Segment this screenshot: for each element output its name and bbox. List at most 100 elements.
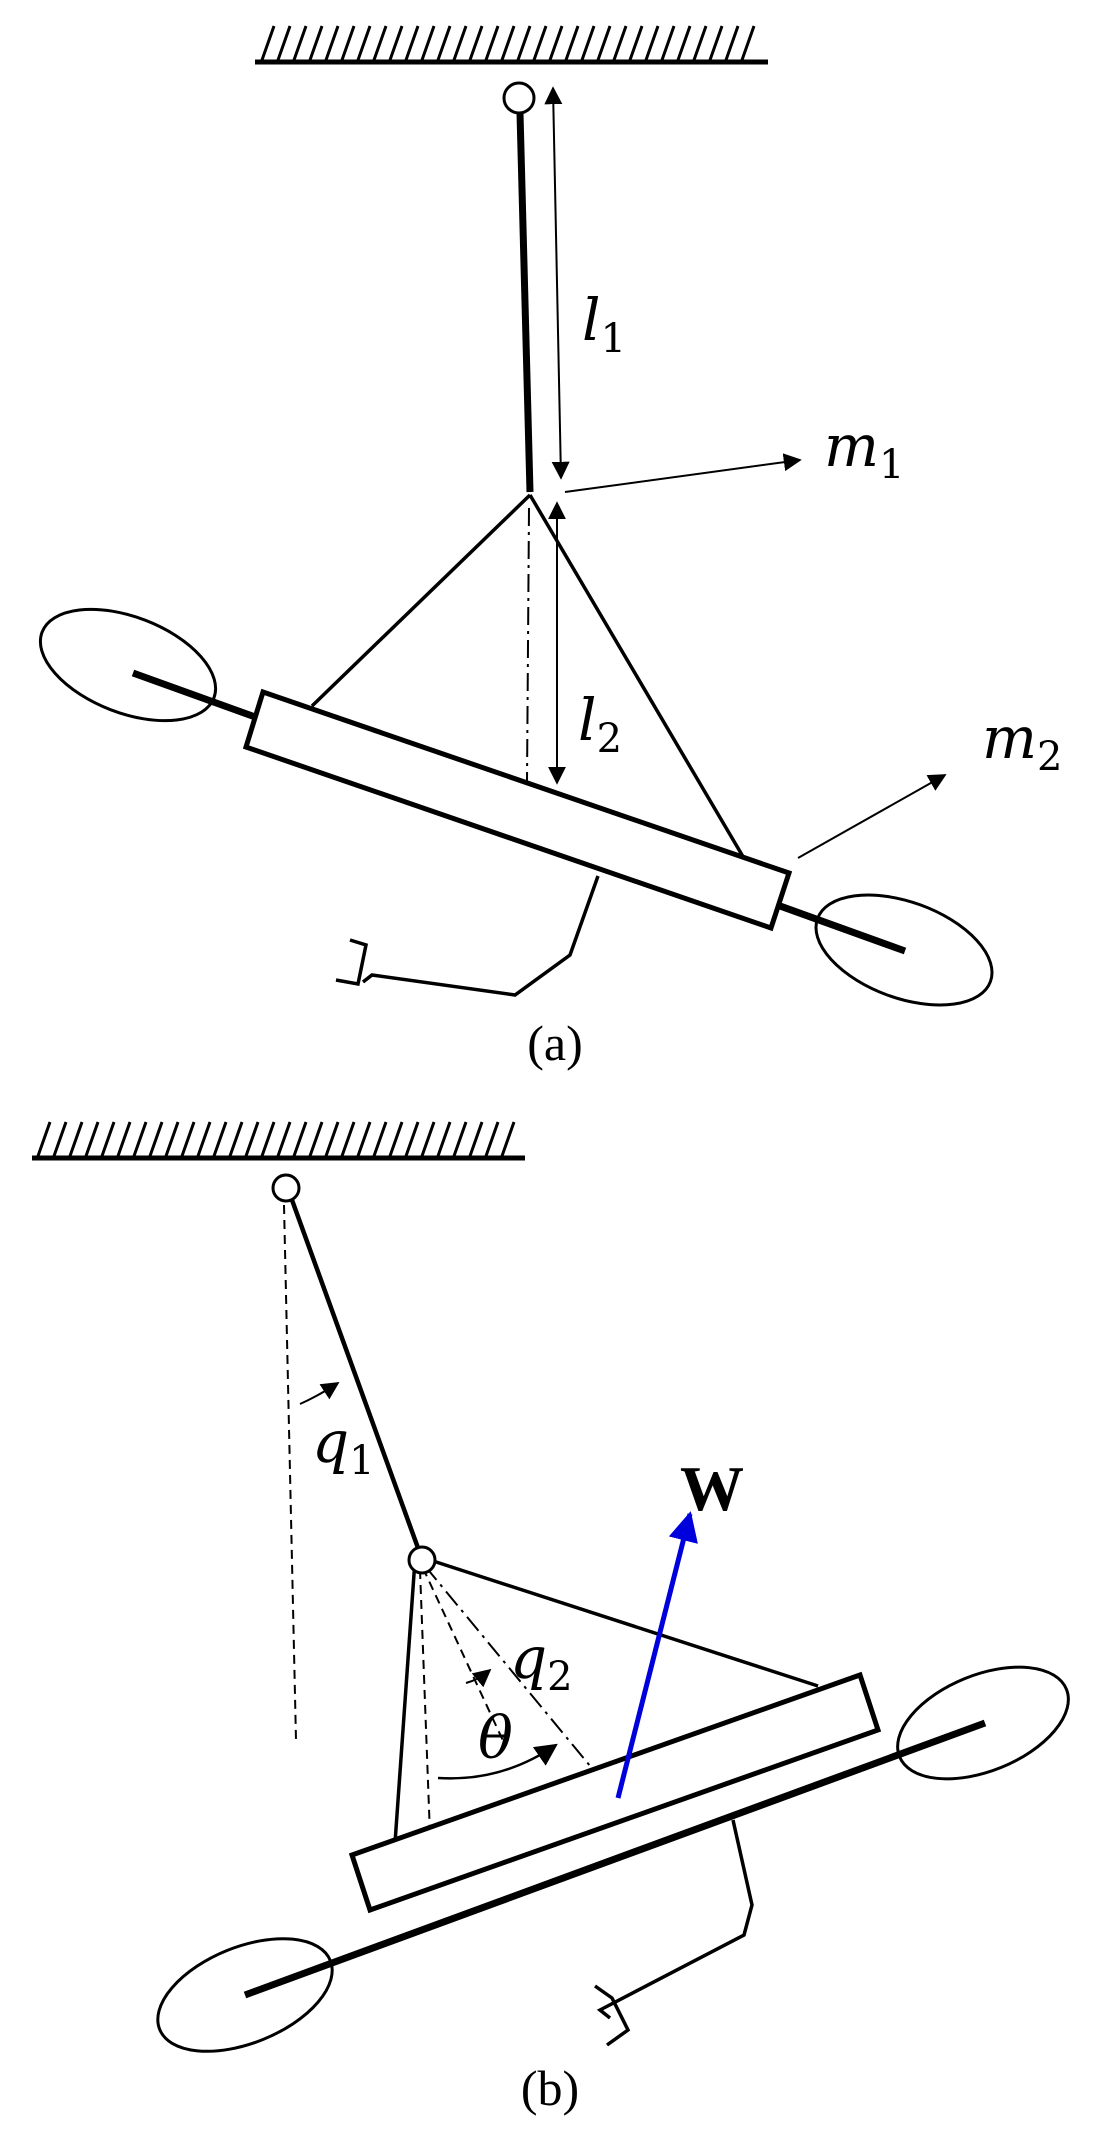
hatch-mark — [212, 1121, 228, 1157]
body-bar-b — [348, 1671, 882, 1914]
hatch-mark — [292, 1121, 308, 1157]
label-q2: q2 — [510, 1624, 573, 1700]
hatch-mark — [420, 1121, 436, 1157]
hatch-mark — [404, 25, 420, 61]
hatch-mark — [676, 25, 692, 61]
hatch-mark — [708, 25, 724, 61]
support-right-b — [429, 1558, 819, 1688]
q2-angle-arc — [465, 1668, 492, 1688]
hatch-mark — [484, 1121, 500, 1157]
ceiling-a — [255, 25, 768, 65]
label-m1: m1 — [824, 412, 904, 488]
rod-l1 — [516, 112, 534, 493]
hatch-mark — [596, 25, 612, 61]
hatch-mark — [196, 1121, 212, 1157]
support-left-a — [310, 493, 532, 708]
rod-b — [289, 1199, 421, 1549]
hatch-mark — [84, 1121, 100, 1157]
hatch-mark — [404, 1121, 420, 1157]
hatch-mark — [372, 25, 388, 61]
hatch-mark — [260, 25, 276, 61]
hatch-mark — [484, 25, 500, 61]
m1-pointer-arrow — [564, 453, 802, 493]
hatch-mark — [308, 25, 324, 61]
support-left-b — [393, 1559, 417, 1844]
hatch-mark — [644, 25, 660, 61]
hatch-mark — [36, 1121, 52, 1157]
tail-bracket-a — [335, 938, 369, 987]
hatch-mark — [692, 25, 708, 61]
hatch-mark — [628, 25, 644, 61]
label-theta: θ — [478, 1704, 513, 1772]
hatch-mark — [340, 1121, 356, 1157]
hatch-mark — [516, 25, 532, 61]
hatch-mark — [276, 1121, 292, 1157]
m2-pointer-arrow — [797, 774, 947, 859]
propeller-right-a — [814, 893, 994, 1007]
pivot-top-b — [271, 1173, 301, 1203]
propeller-left-b — [156, 1937, 334, 2053]
hatch-mark — [388, 25, 404, 61]
hatch-mark — [180, 1121, 196, 1157]
hatch-mark — [500, 1121, 516, 1157]
vertical-centerline-a — [526, 507, 530, 783]
hatch-mark — [436, 1121, 452, 1157]
hatch-mark — [660, 25, 676, 61]
label-l1: l1 — [582, 286, 626, 362]
caption-a: (a) — [527, 1015, 583, 1071]
hatch-mark — [356, 25, 372, 61]
wind-vector-arrow — [615, 1511, 698, 1799]
hatch-mark — [164, 1121, 180, 1157]
hatch-mark — [468, 25, 484, 61]
theta-angle-arc — [437, 1743, 558, 1780]
hatch-mark — [372, 1121, 388, 1157]
hatch-mark — [356, 1121, 372, 1157]
propeller-left-a — [38, 607, 218, 723]
hatch-mark — [260, 1121, 276, 1157]
hatch-mark — [308, 1121, 324, 1157]
panel-a: l1 l2 m1 m2 (a) — [38, 25, 1062, 1071]
hatch-mark — [532, 25, 548, 61]
ceiling-b — [32, 1121, 525, 1161]
hatch-mark — [324, 1121, 340, 1157]
hatch-mark — [68, 1121, 84, 1157]
hatch-mark — [500, 25, 516, 61]
hatch-mark — [612, 25, 628, 61]
hatch-mark — [340, 25, 356, 61]
hatch-mark — [324, 25, 340, 61]
tail-b — [596, 1819, 754, 2020]
q1-angle-arc — [299, 1382, 340, 1405]
label-m2: m2 — [982, 704, 1062, 780]
hatch-mark — [292, 25, 308, 61]
hatch-mark — [436, 25, 452, 61]
hatch-mark — [564, 25, 580, 61]
offset-reference-b — [422, 1567, 506, 1746]
hatch-mark — [52, 1121, 68, 1157]
hatch-mark — [228, 1121, 244, 1157]
hatch-mark — [420, 25, 436, 61]
hatch-mark — [132, 1121, 148, 1157]
pivot-mid-b — [407, 1545, 437, 1575]
caption-b: (b) — [521, 2060, 579, 2116]
body-axis-line-b — [424, 1565, 601, 1779]
hatch-mark — [740, 25, 756, 61]
hatch-mark — [548, 25, 564, 61]
tail-a — [361, 875, 600, 997]
panel-b: q1 q2 θ W (b) — [32, 1121, 1070, 2116]
l1-dimension-arrow — [544, 86, 570, 480]
hatch-mark — [724, 25, 740, 61]
hatch-mark — [580, 25, 596, 61]
hatch-mark — [468, 1121, 484, 1157]
body-bar-a — [242, 688, 793, 932]
support-right-a — [528, 494, 747, 861]
propeller-right-b — [896, 1665, 1070, 1781]
hatch-mark — [116, 1121, 132, 1157]
hatch-mark — [148, 1121, 164, 1157]
hatch-mark — [100, 1121, 116, 1157]
vertical-reference-b — [283, 1204, 297, 1741]
label-q1: q1 — [312, 1408, 375, 1484]
pivot-top-a — [502, 81, 536, 115]
hatch-mark — [388, 1121, 404, 1157]
vertical-reference-b2 — [419, 1569, 431, 1836]
